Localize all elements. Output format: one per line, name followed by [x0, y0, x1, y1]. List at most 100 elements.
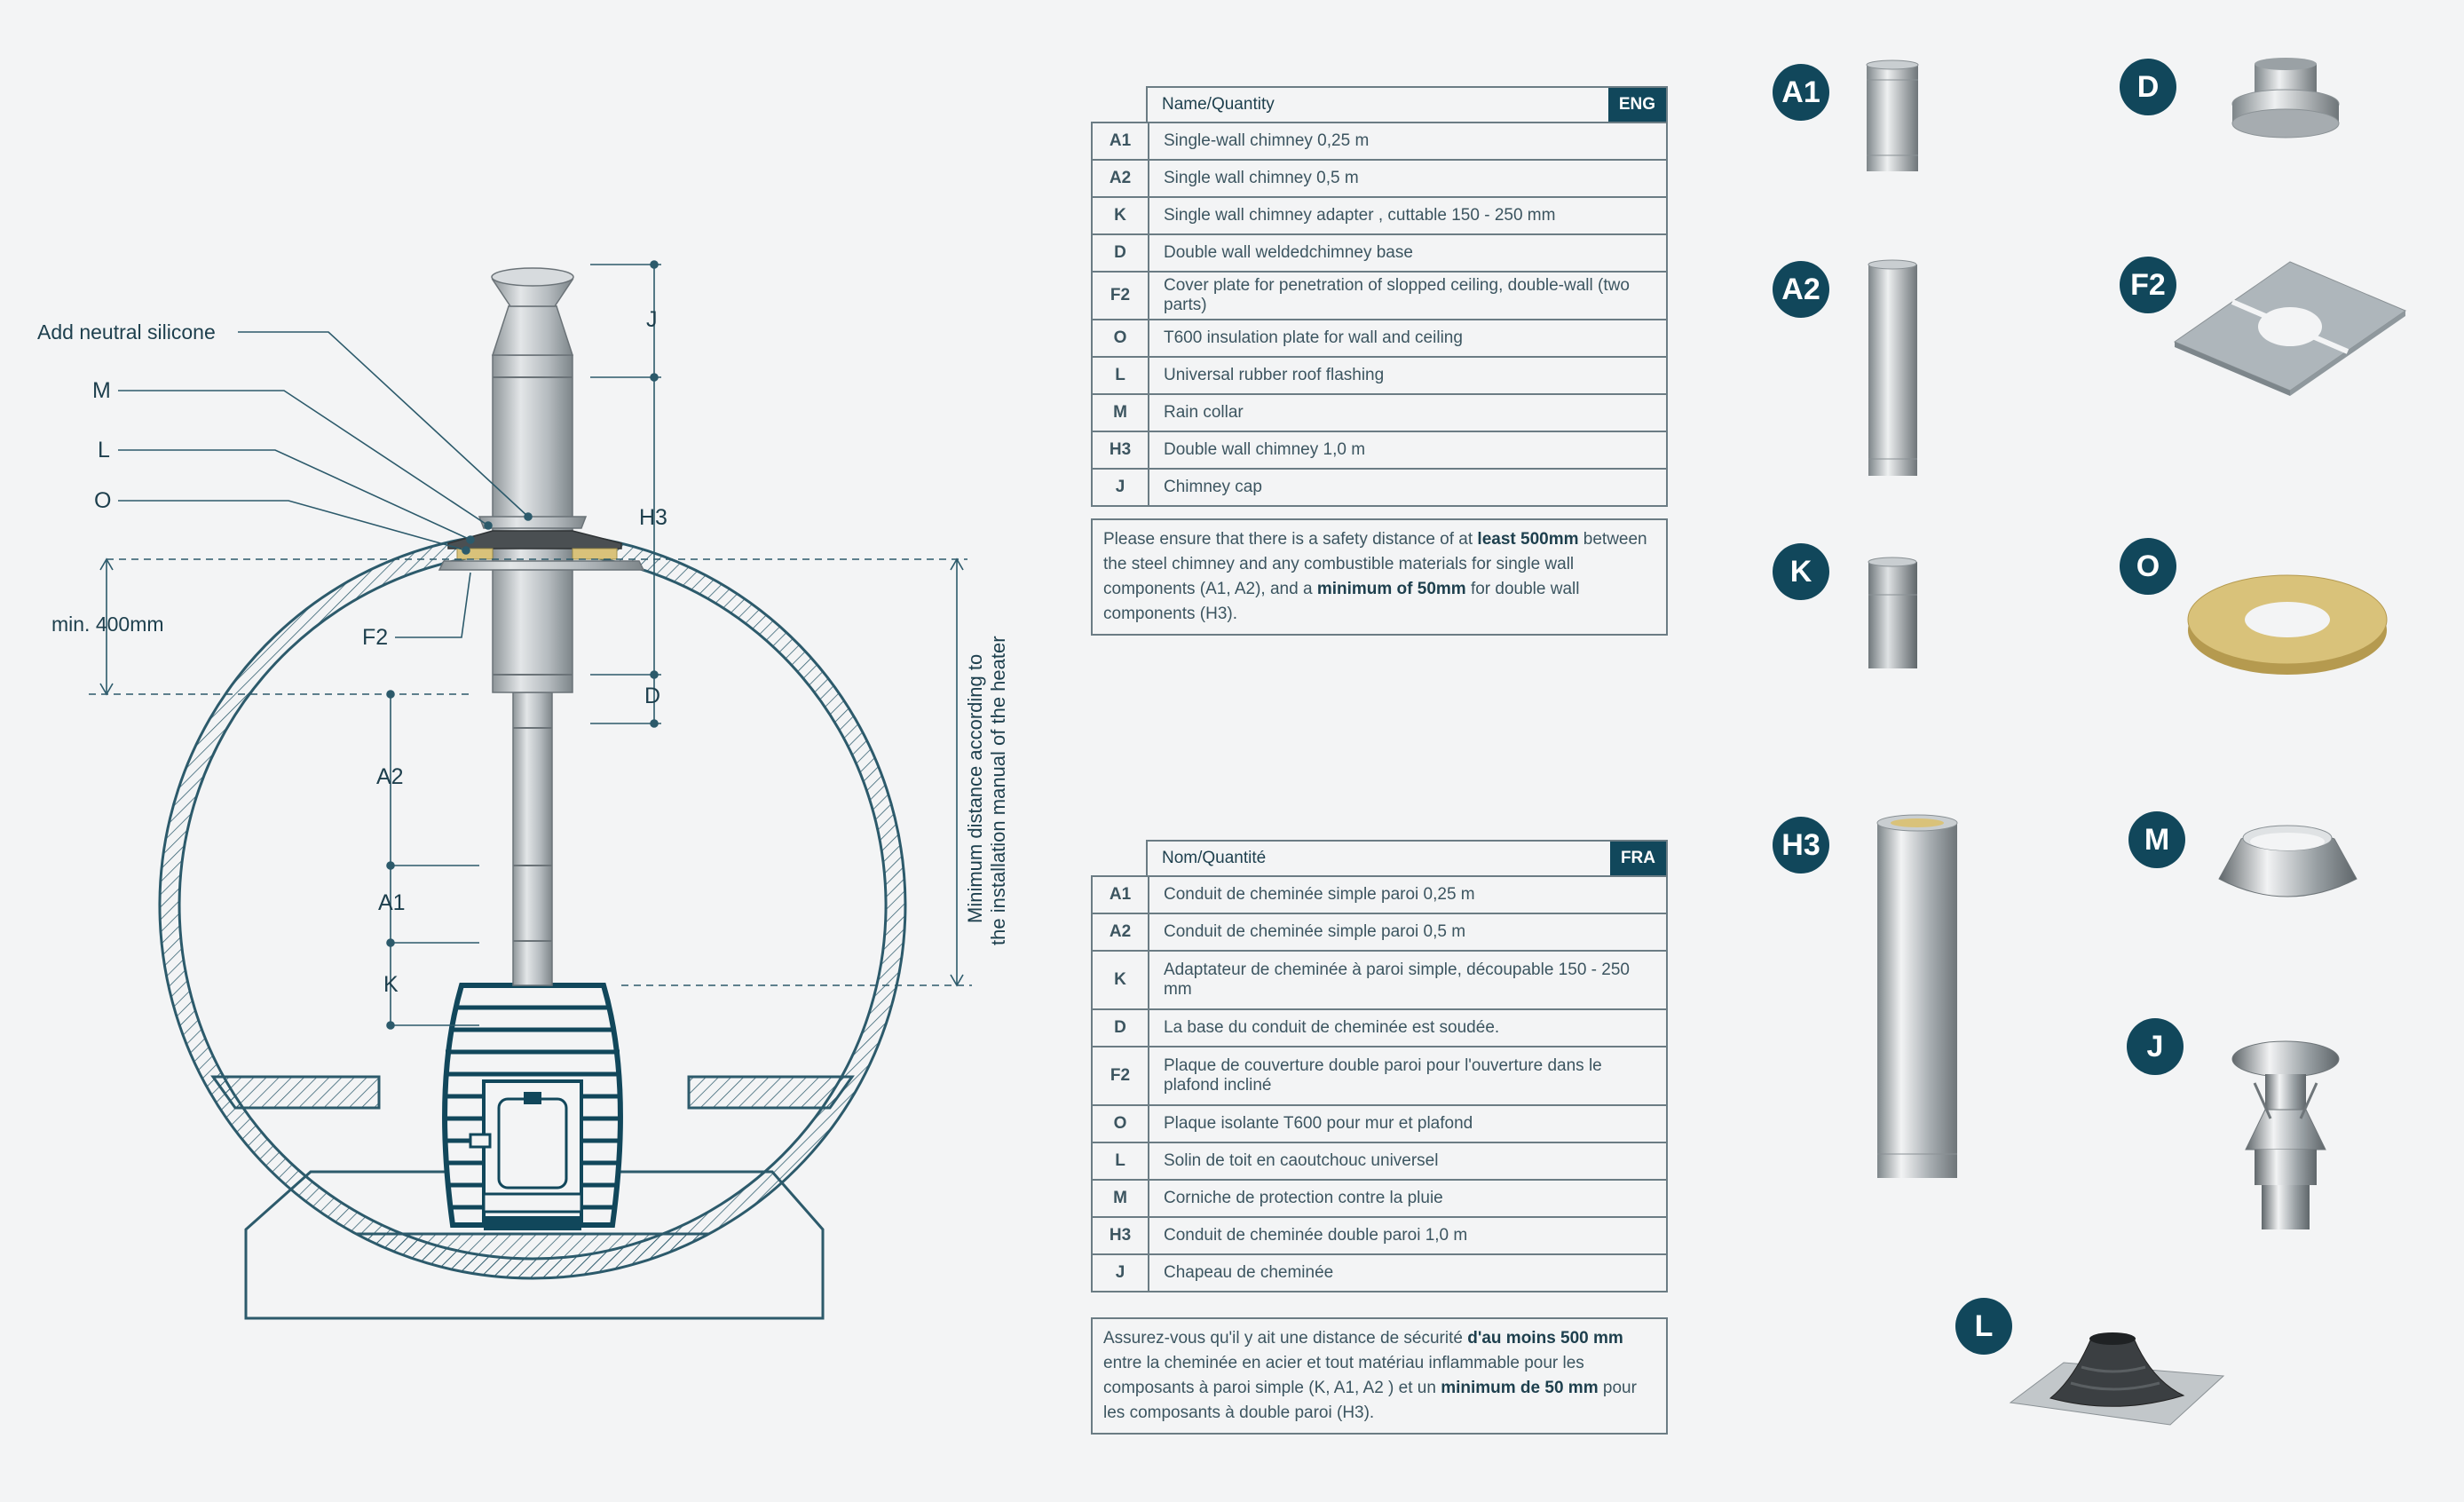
part-description: La base du conduit de cheminée est soudé… — [1148, 1008, 1668, 1047]
part-description: Chimney cap — [1148, 468, 1668, 507]
single-wall-adapter-image — [1868, 557, 1917, 668]
note-text: entre la cheminée en acier et tout matér… — [1103, 1354, 1584, 1397]
part-code: J — [1091, 1253, 1149, 1293]
part-description: Conduit de cheminée simple paroi 0,5 m — [1148, 913, 1668, 952]
note-text: Please ensure that there is a safety dis… — [1103, 530, 1478, 549]
table-header-title: Nom/Quantité — [1162, 849, 1267, 867]
part-description: T600 insulation plate for wall and ceili… — [1148, 319, 1668, 358]
label-f2: F2 — [362, 625, 388, 650]
label-a2: A2 — [376, 764, 404, 789]
pipe-single-wall — [512, 692, 553, 986]
badge-o: O — [2120, 538, 2176, 595]
label-o: O — [94, 488, 111, 513]
note-text: pour les composants à double paroi (H3). — [1103, 1379, 1637, 1422]
sauna-stand — [244, 1170, 825, 1320]
label-a1: A1 — [378, 890, 406, 915]
label-l: L — [98, 438, 110, 462]
badge-a1: A1 — [1773, 64, 1829, 121]
part-code: D — [1091, 233, 1149, 273]
label-h3: H3 — [639, 505, 667, 530]
note-emphasis: minimum of 50mm — [1316, 580, 1466, 598]
badge-f2: F2 — [2120, 257, 2176, 313]
part-code: F2 — [1091, 271, 1149, 320]
part-code: A1 — [1091, 122, 1149, 161]
part-description: Corniche de protection contre la pluie — [1148, 1179, 1668, 1218]
bench-left — [210, 1075, 381, 1110]
label-k: K — [383, 972, 399, 997]
dimension-lines — [89, 260, 972, 1030]
part-code: K — [1091, 196, 1149, 235]
note-emphasis: least 500mm — [1477, 530, 1579, 549]
note-text: Assurez-vous qu'il y ait une distance de… — [1103, 1329, 1468, 1348]
label-add-silicone: Add neutral silicone — [37, 320, 216, 344]
badge-a2: A2 — [1773, 261, 1829, 318]
part-code: L — [1091, 356, 1149, 395]
part-description: Plaque isolante T600 pour mur et plafond — [1148, 1104, 1668, 1143]
sauna-floor — [211, 1232, 854, 1278]
badge-d: D — [2120, 59, 2176, 115]
cover-plate-image — [2173, 261, 2407, 396]
label-min-400: min. 400mm — [51, 613, 164, 636]
badge-h3: H3 — [1773, 817, 1829, 874]
part-code: A2 — [1091, 159, 1149, 198]
badge-j: J — [2127, 1018, 2184, 1075]
badge-l: L — [1955, 1298, 2012, 1355]
part-code: M — [1091, 393, 1149, 432]
table-header-title: Name/Quantity — [1162, 95, 1275, 114]
language-badge: FRA — [1609, 842, 1666, 875]
label-d: D — [644, 684, 660, 708]
badge-m: M — [2128, 811, 2185, 868]
bench-right — [687, 1075, 855, 1110]
part-code: A2 — [1091, 913, 1149, 952]
part-description: Double wall chimney 1,0 m — [1148, 431, 1668, 470]
installation-diagram: Add neutral silicone M L O min. 400mm F2… — [37, 260, 1009, 1320]
part-description: Single wall chimney 0,5 m — [1148, 159, 1668, 198]
note-emphasis: minimum de 50 mm — [1441, 1379, 1599, 1397]
part-code: A1 — [1091, 875, 1149, 914]
part-code: L — [1091, 1142, 1149, 1181]
part-description: Cover plate for penetration of slopped c… — [1148, 271, 1668, 320]
part-code: O — [1091, 1104, 1149, 1143]
chimney-base-image — [2231, 58, 2340, 138]
label-m: M — [92, 378, 111, 403]
part-description: Conduit de cheminée double paroi 1,0 m — [1148, 1216, 1668, 1255]
side-note-line1: Minimum distance according to — [964, 654, 986, 923]
language-badge: ENG — [1607, 88, 1666, 122]
rain-collar-image — [2218, 825, 2357, 897]
chimney-cap-image — [2231, 1040, 2340, 1229]
part-description: Rain collar — [1148, 393, 1668, 432]
safety-note-fra: Assurez-vous qu'il y ait une distance de… — [1091, 1317, 1668, 1435]
single-wall-chimney-025-image — [1866, 59, 1919, 171]
part-code: J — [1091, 468, 1149, 507]
part-description: Adaptateur de cheminée à paroi simple, d… — [1148, 950, 1668, 1010]
part-code: O — [1091, 319, 1149, 358]
part-code: H3 — [1091, 431, 1149, 470]
part-code: D — [1091, 1008, 1149, 1047]
part-code: K — [1091, 950, 1149, 1010]
heater — [442, 983, 623, 1230]
note-text: between the steel chimney and any combus… — [1103, 530, 1647, 598]
safety-note-eng: Please ensure that there is a safety dis… — [1091, 518, 1668, 636]
side-note-line2: the installation manual of the heater — [987, 636, 1009, 945]
part-description: Single wall chimney adapter , cuttable 1… — [1148, 196, 1668, 235]
